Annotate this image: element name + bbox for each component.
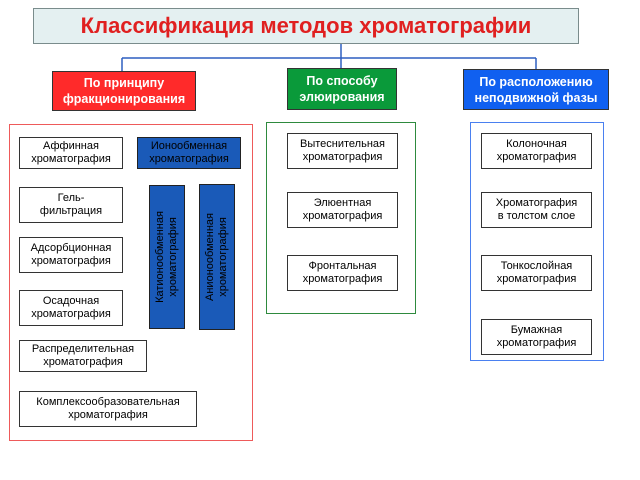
category-fractionation: По принципу фракционирования — [52, 71, 196, 111]
method-elution: Элюентная хроматография — [287, 192, 398, 228]
category-stationary-phase: По расположению неподвижной фазы — [463, 69, 609, 110]
method-complexation: Комплексообразовательная хроматография — [19, 391, 197, 427]
method-anion-exchange: Анионообменная хроматография — [199, 184, 235, 330]
group-elution — [266, 122, 416, 314]
method-frontal: Фронтальная хроматография — [287, 255, 398, 291]
method-cation-exchange-label: Катионообменная хроматография — [154, 211, 179, 303]
method-displacement: Вытеснительная хроматография — [287, 133, 398, 169]
group-stationary-phase — [470, 122, 604, 361]
group-fractionation — [9, 124, 253, 441]
method-paper: Бумажная хроматография — [481, 319, 592, 355]
method-anion-exchange-label: Анионообменная хроматография — [204, 213, 229, 301]
category-elution: По способу элюирования — [287, 68, 397, 110]
method-cation-exchange: Катионообменная хроматография — [149, 185, 185, 329]
method-ion-exchange: Ионообменная хроматография — [137, 137, 241, 169]
method-column: Колоночная хроматография — [481, 133, 592, 169]
page-title: Классификация методов хроматографии — [33, 8, 579, 44]
method-thin-layer: Тонкослойная хроматография — [481, 255, 592, 291]
method-adsorption: Адсорбционная хроматография — [19, 237, 123, 273]
method-thick-layer: Хроматография в толстом слое — [481, 192, 592, 228]
method-precipitation: Осадочная хроматография — [19, 290, 123, 326]
method-partition: Распределительная хроматография — [19, 340, 147, 372]
method-gel-filtration: Гель- фильтрация — [19, 187, 123, 223]
method-affinity: Аффинная хроматография — [19, 137, 123, 169]
